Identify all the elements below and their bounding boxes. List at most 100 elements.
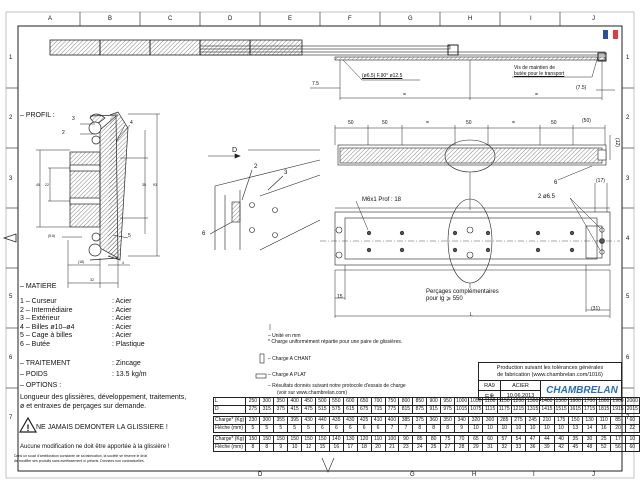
table-cell: 10: [510, 424, 527, 433]
row-label: Flèche (mm): [212, 443, 247, 452]
table-cell: 6: [328, 424, 344, 433]
table-cell: 8: [245, 443, 261, 452]
table-cell: 550: [328, 397, 344, 406]
table-cell: 340: [454, 416, 470, 425]
table-cell: 900: [426, 397, 442, 406]
table-cell: 20: [370, 443, 386, 452]
title-block: Production suivant les tolérances généra…: [478, 362, 622, 401]
screw-note: butée pour le transport: [514, 71, 565, 77]
row-label: 6: [626, 355, 630, 361]
table-cell: 515: [314, 405, 330, 414]
table-cell: 1150: [496, 397, 512, 406]
table-cell: 1000: [454, 397, 470, 406]
table-cell: 150: [259, 435, 275, 444]
material-value: : Plastique: [112, 340, 145, 348]
load-note: * Charge uniformément répartie pour une …: [268, 339, 403, 345]
table-cell: 410: [370, 416, 386, 425]
table-cell: 6: [356, 424, 372, 433]
table-cell: 1115: [482, 405, 498, 414]
material-value: : Acier: [112, 332, 132, 339]
centering-arrow-icon: [2, 233, 17, 243]
table-cell: 8: [412, 424, 428, 433]
table-cell: 435: [328, 416, 344, 425]
table-cell: 25: [426, 443, 442, 452]
dim-right: (7.5): [576, 85, 587, 91]
table-cell: 33: [510, 443, 527, 452]
flat-load-note: – Charge A PLAT: [268, 372, 307, 378]
table-cell: 1515: [553, 405, 569, 414]
table-cell: 7: [398, 424, 414, 433]
table-cell: 415: [287, 405, 303, 414]
table-cell: 1400: [539, 397, 555, 406]
table-cell: 7: [384, 424, 400, 433]
callout: 5: [128, 233, 131, 239]
table-cell: 110: [596, 416, 612, 425]
table-cell: 28: [454, 443, 470, 452]
callout: 2: [254, 164, 258, 170]
col-label-bottom: G: [410, 472, 415, 478]
callout: 3: [72, 116, 75, 122]
table-cell: 715: [370, 405, 386, 414]
dim: (5.6): [48, 234, 56, 238]
table-cell: 6: [314, 424, 330, 433]
table-cell: 1300: [525, 397, 541, 406]
warning-triangle-icon: [18, 416, 38, 433]
table-cell: 21: [384, 443, 400, 452]
callout: 2: [62, 130, 65, 136]
table-cell: 130: [342, 435, 358, 444]
row-label: 1: [9, 55, 13, 61]
table-cell: 6: [370, 424, 386, 433]
table-cell: 400: [384, 416, 400, 425]
options-label: – OPTIONS :: [20, 382, 62, 389]
table-cell: 750: [384, 397, 400, 406]
table-cell: 1075: [468, 405, 484, 414]
col-label-bottom: H: [472, 472, 477, 478]
material-value: : Acier: [112, 323, 132, 331]
dim: (31): [591, 306, 600, 312]
table-cell: 1315: [525, 405, 541, 414]
table-cell: 17: [342, 443, 358, 452]
table-cell: 100: [384, 435, 400, 444]
table-cell: 57: [496, 435, 512, 444]
thread-note: M6x1 Prof : 18: [362, 197, 402, 203]
table-cell: 350: [440, 416, 456, 425]
reference: RA9: [479, 381, 501, 391]
table-cell: 80: [426, 435, 442, 444]
row-label: Flèche (mm): [212, 424, 247, 433]
col-label: E: [288, 16, 293, 22]
table-cell: 1200: [510, 397, 527, 406]
table-cell: 430: [342, 416, 358, 425]
table-cell: 10: [553, 424, 569, 433]
row-label: Charge* (Kg): [212, 416, 247, 425]
table-cell: 60: [624, 416, 640, 425]
results-note: (voir sur www.chambrelan.com): [277, 390, 348, 396]
table-cell: 150: [567, 416, 583, 425]
table-cell: 350: [273, 397, 289, 406]
holes-note: 2 ø6.5: [538, 194, 556, 200]
table-cell: 22: [624, 424, 640, 433]
options-text: ø et entraxes de perçages sur demande.: [20, 403, 147, 410]
table-cell: 42: [553, 443, 569, 452]
row-label: 3: [626, 176, 630, 182]
dim: (17): [596, 178, 605, 184]
table-cell: 9: [454, 424, 470, 433]
table-cell: 355: [273, 416, 289, 425]
material-label: 2 – Intermédiaire: [20, 306, 73, 314]
table-cell: 5: [287, 424, 303, 433]
table-cell: 32: [496, 443, 512, 452]
table-cell: 10: [624, 435, 640, 444]
dim: 93: [153, 183, 157, 187]
callout: 3: [284, 170, 288, 176]
extra-holes-note: Perçages complémentaires: [426, 289, 499, 295]
table-cell: 1815: [596, 405, 612, 414]
table-cell: 950: [440, 397, 456, 406]
table-cell: 175: [553, 416, 569, 425]
table-cell: 90: [398, 435, 414, 444]
table-cell: 775: [384, 405, 400, 414]
modification-note: Aucune modification ne doit être apporté…: [20, 444, 170, 450]
table-cell: 52: [596, 443, 612, 452]
